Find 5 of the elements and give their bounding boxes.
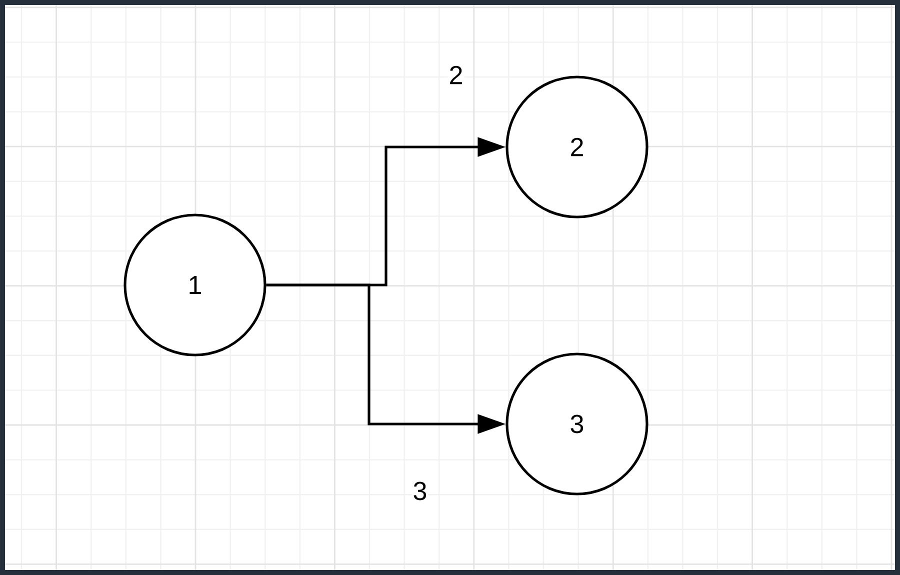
circle-node: 2 — [506, 76, 648, 218]
edge-label: 2 — [448, 64, 464, 86]
circle-node: 3 — [506, 352, 648, 496]
circle-node: 1 — [124, 214, 266, 356]
edge-label: 3 — [412, 480, 428, 502]
